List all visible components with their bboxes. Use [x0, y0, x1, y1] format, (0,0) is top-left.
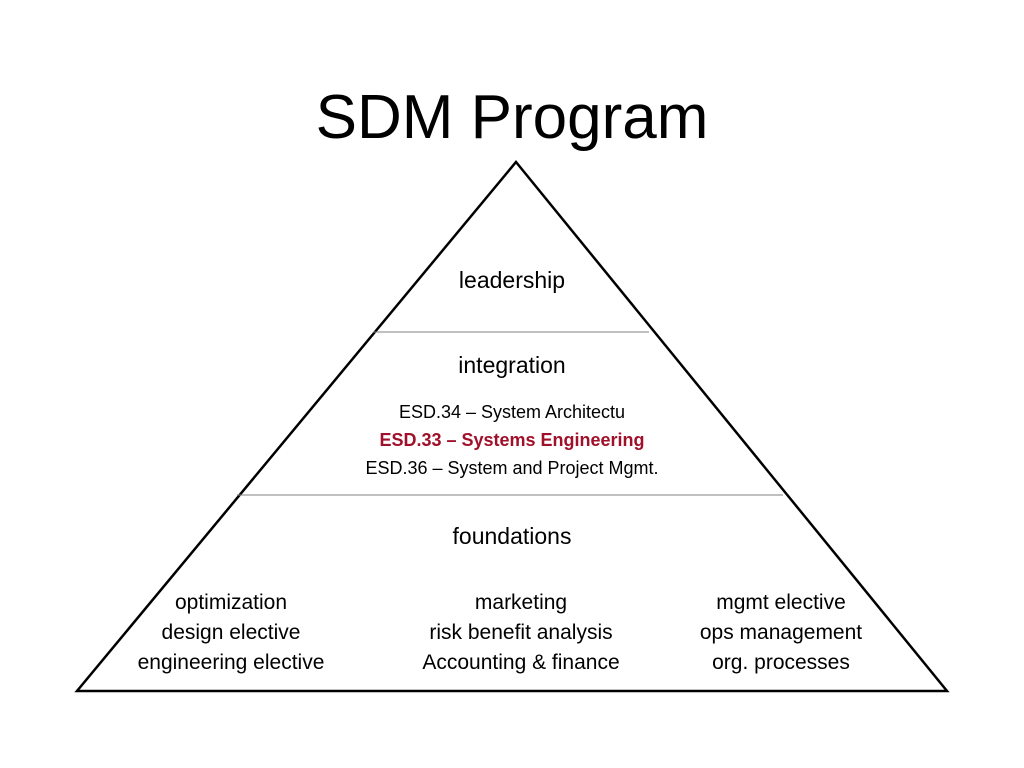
- foundations-column-right: mgmt elective ops management org. proces…: [666, 588, 896, 678]
- foundation-item: ops management: [699, 621, 863, 644]
- foundation-item: optimization: [174, 591, 288, 614]
- foundation-item: risk benefit analysis: [429, 621, 613, 644]
- foundation-item: design elective: [161, 621, 301, 644]
- tier-heading-leadership: leadership: [458, 267, 566, 293]
- foundation-item: org. processes: [712, 651, 850, 674]
- foundation-item: engineering elective: [137, 651, 325, 674]
- foundations-column-center: marketing risk benefit analysis Accounti…: [386, 588, 656, 678]
- course-esd36: ESD.36 – System and Project Mgmt.: [365, 458, 659, 478]
- foundations-column-left: optimization design elective engineering…: [106, 588, 356, 678]
- course-esd33: ESD.33 – Systems Engineering: [379, 430, 645, 450]
- slide-title: SDM Program: [315, 83, 709, 152]
- course-esd34: ESD.34 – System Architectu: [398, 402, 626, 422]
- foundation-item: marketing: [474, 591, 568, 614]
- tier-heading-integration: integration: [458, 352, 566, 378]
- foundation-item: mgmt elective: [716, 591, 846, 614]
- tier-heading-foundations: foundations: [452, 523, 572, 549]
- pyramid-outline: [74, 160, 950, 693]
- foundation-item: Accounting & finance: [422, 651, 620, 674]
